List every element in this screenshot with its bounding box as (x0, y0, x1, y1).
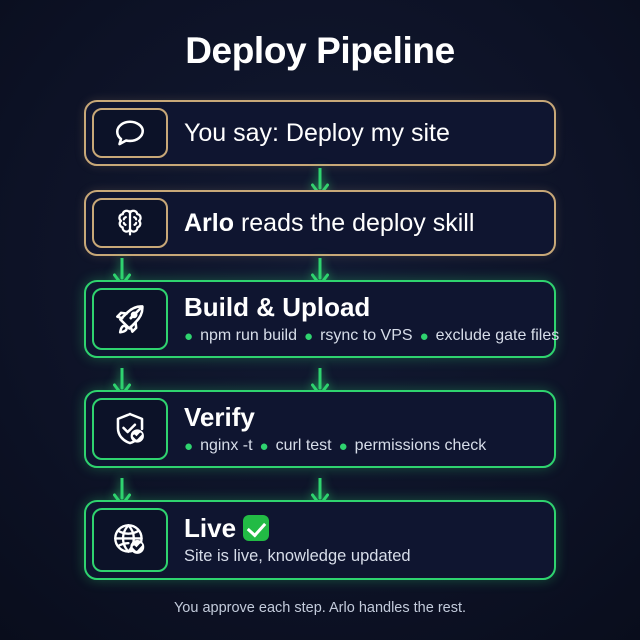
bullet-text: rsync to VPS (320, 327, 413, 345)
bullet-text: npm run build (200, 327, 298, 345)
step-5-subline: Site is live, knowledge updated (184, 547, 411, 566)
step-4-heading: Verify (184, 401, 255, 432)
step-5-body: Live Site is live, knowledge updated (168, 502, 554, 578)
globe-check-icon (92, 508, 168, 572)
bullet-text: curl test (275, 437, 332, 455)
page-title: Deploy Pipeline (185, 30, 455, 71)
shield-check-icon (92, 398, 168, 460)
bullet-dot: ● (184, 327, 194, 345)
bullet-text: exclude gate files (435, 327, 560, 345)
white-check-mark-icon (243, 515, 270, 542)
pipeline-step-card-1[interactable]: You say: Deploy my site (84, 100, 556, 166)
pipeline-step-card-2[interactable]: Arlo reads the deploy skill (84, 190, 556, 256)
step-1-body: You say: Deploy my site (168, 102, 554, 164)
bullet-dot: ● (259, 437, 269, 455)
brain-icon (92, 198, 168, 248)
bullet-dot: ● (338, 437, 348, 455)
bullet-text: nginx -t (200, 437, 253, 455)
pipeline-step-card-5[interactable]: Live Site is live, knowledge updated (84, 500, 556, 580)
pipeline-step-card-4[interactable]: Verify ● nginx -t ● curl test ● permissions… (84, 390, 556, 468)
step-4-body: Verify ● nginx -t ● curl test ● permissions… (168, 392, 554, 466)
footer-note: You approve each step. Arlo handles the … (173, 600, 467, 616)
step-2-body: Arlo reads the deploy skill (168, 192, 554, 254)
step-1-text: You say: Deploy my site (184, 118, 450, 147)
bullet-dot: ● (419, 327, 429, 345)
step-2-text: Arlo reads the deploy skill (184, 208, 475, 237)
step-3-body: Build & Upload ● npm run build ● rsync to … (168, 282, 559, 356)
bullet-dot: ● (184, 437, 194, 455)
step-4-bullets: ● nginx -t ● curl test ● permissions check (184, 437, 540, 455)
speech-bubble-icon (92, 108, 168, 158)
step-5-heading: Live (184, 513, 540, 544)
rocket-icon (92, 288, 168, 350)
step-3-heading: Build & Upload (184, 291, 371, 322)
bullet-dot: ● (304, 327, 314, 345)
bullet-text: permissions check (354, 437, 487, 455)
pipeline-step-card-3[interactable]: Build & Upload ● npm run build ● rsync to … (84, 280, 559, 358)
step-3-bullets: ● npm run build ● rsync to VPS ● exclude ga… (184, 327, 559, 345)
